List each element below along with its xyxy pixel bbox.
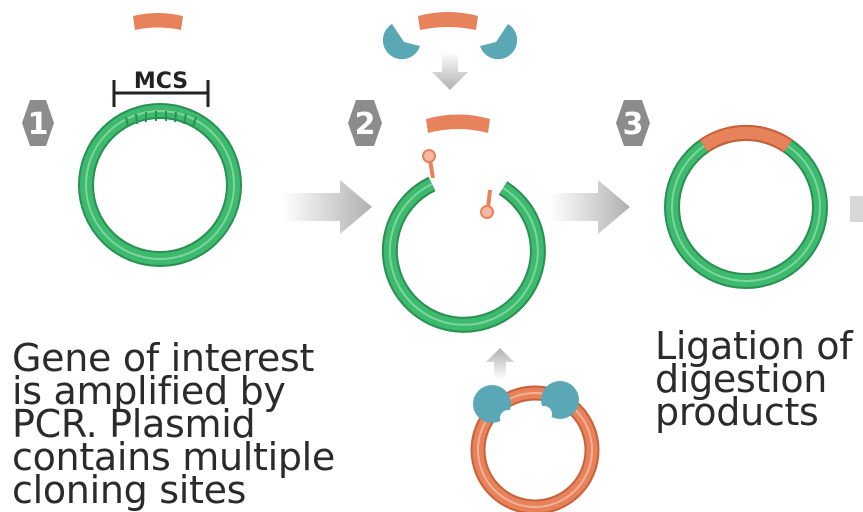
step-1-badge: 1 xyxy=(22,100,54,146)
step-3-badge: 3 xyxy=(616,100,650,146)
gene-insert-icon xyxy=(133,13,183,30)
step-2: 2 xyxy=(348,12,630,512)
caption-line: digestion xyxy=(655,357,828,401)
hexagon-badge-icon xyxy=(616,100,650,146)
step-number: 3 xyxy=(623,107,644,142)
plasmid-ring-icon xyxy=(78,103,242,267)
step-2-badge: 2 xyxy=(348,100,382,146)
restriction-enzyme-bottom-left-icon xyxy=(473,385,516,426)
step-3: 3 xyxy=(616,100,863,289)
right-arrow-icon xyxy=(282,180,372,234)
caption-line: Gene of interest xyxy=(12,336,315,380)
recombinant-plasmid-icon xyxy=(664,125,828,289)
gene-insert-icon xyxy=(426,114,490,133)
mcs-label: MCS xyxy=(134,69,188,94)
caption-line: products xyxy=(655,390,819,434)
mcs-bracket: MCS xyxy=(112,69,210,107)
caption-line: contains multiple xyxy=(12,435,336,479)
hexagon-badge-icon xyxy=(348,100,382,146)
caption-line: PCR. Plasmid xyxy=(12,402,256,446)
open-plasmid-icon xyxy=(381,176,546,333)
sticky-end-right xyxy=(480,189,494,219)
right-arrow-icon xyxy=(550,180,630,234)
step-number: 2 xyxy=(355,107,376,142)
step-number: 1 xyxy=(28,107,49,142)
bottom-plasmid-icon xyxy=(470,385,600,512)
step-1: MCS 1 xyxy=(22,13,372,267)
sticky-end-left xyxy=(422,149,436,179)
caption-line: cloning sites xyxy=(12,468,247,512)
hexagon-badge-icon xyxy=(22,100,54,146)
step-3-caption: Ligation of digestion products xyxy=(655,324,853,434)
up-arrow-icon xyxy=(486,348,514,380)
restriction-enzyme-right-icon xyxy=(480,24,518,60)
restriction-enzyme-bottom-right-icon xyxy=(536,381,579,422)
step-1-caption: Gene of interest is amplified by PCR. Pl… xyxy=(12,336,336,512)
caption-line: Ligation of xyxy=(655,324,853,368)
right-arrow-icon xyxy=(850,196,863,222)
gene-insert-icon xyxy=(418,12,478,30)
caption-line: is amplified by xyxy=(12,369,286,413)
restriction-enzyme-left-icon xyxy=(382,24,420,60)
down-arrow-icon xyxy=(432,52,468,90)
